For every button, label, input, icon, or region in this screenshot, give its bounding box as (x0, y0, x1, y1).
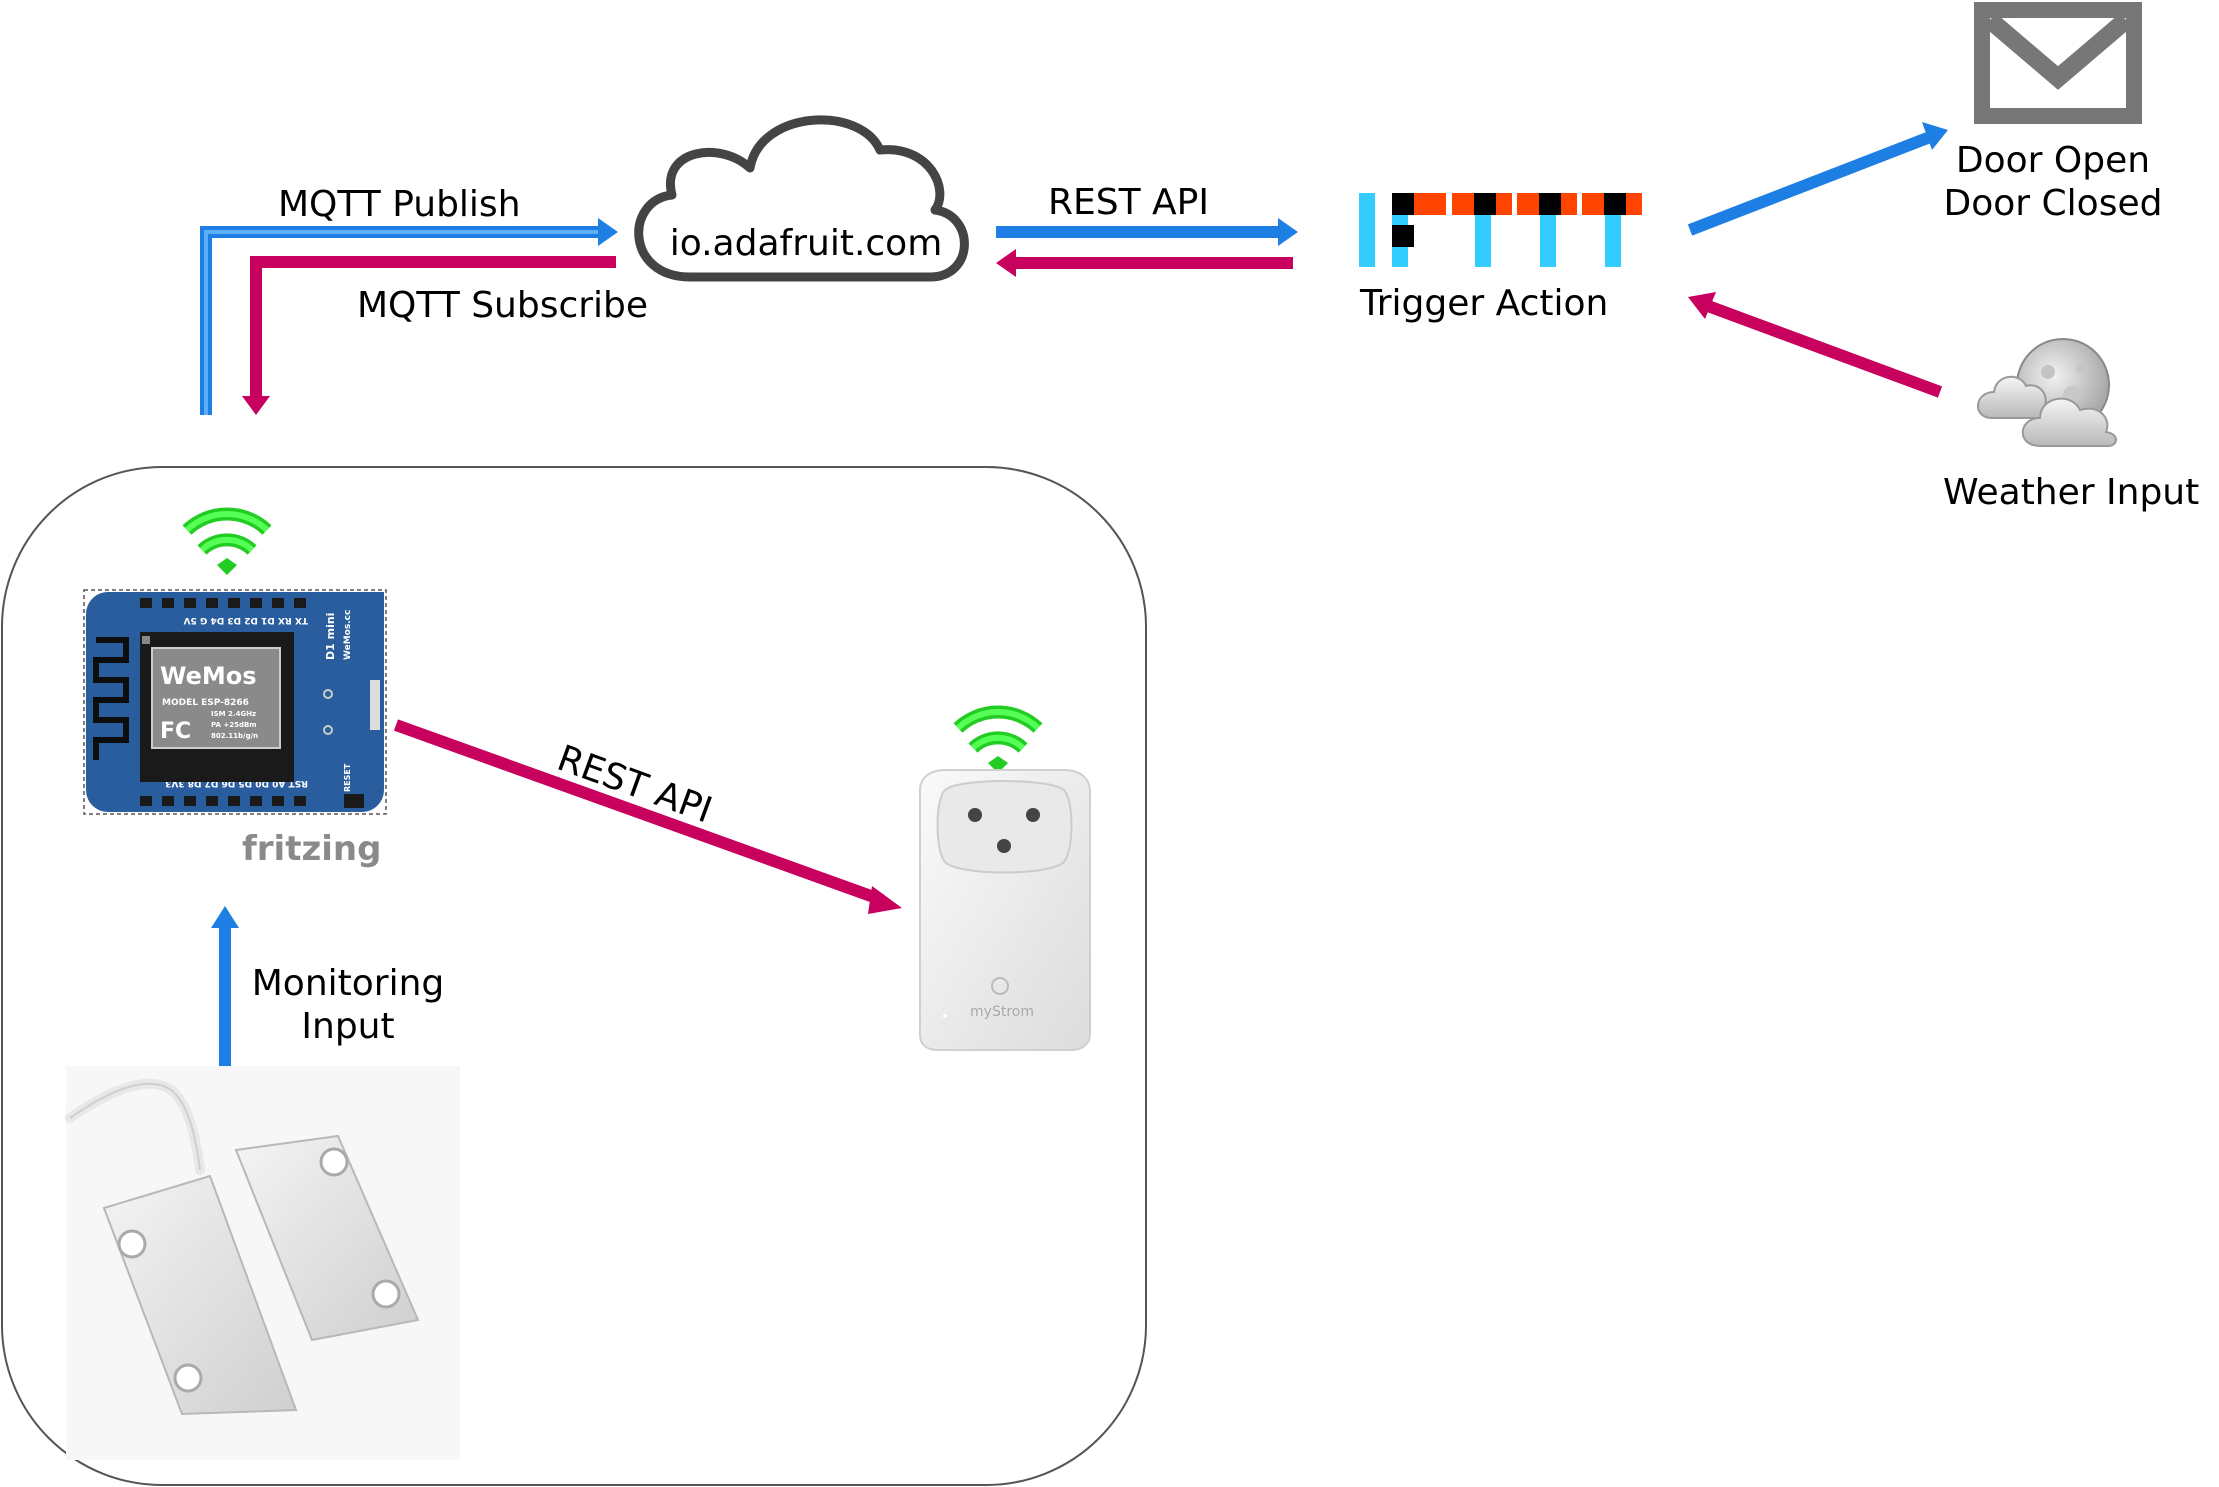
rest-api-label-local: REST API (552, 738, 717, 832)
board-model: MODEL ESP-8266 (162, 698, 249, 708)
ifttt-logo (1359, 193, 1642, 267)
door-open-label: Door Open (1956, 140, 2150, 181)
board-pa: PA +25dBm (211, 721, 257, 729)
weather-to-ifttt-arrow (1688, 292, 1943, 398)
input-label: Input (301, 1006, 394, 1047)
weather-input-label: Weather Input (1943, 472, 2199, 513)
reed-switch-sensor (65, 1066, 460, 1460)
mqtt-subscribe-arrow (242, 256, 616, 415)
wemos-d1-mini-board: TX RX D1 D2 D3 D4 G 5V RST A0 D0 D5 D6 D… (83, 589, 387, 815)
plug-brand: myStrom (970, 1004, 1034, 1020)
mqtt-publish-arrow (200, 218, 618, 415)
board-fc-mark: FC (160, 719, 191, 744)
board-top-pins: TX RX D1 D2 D3 D4 G 5V (184, 615, 308, 625)
rest-api-to-cloud-arrow (996, 249, 1293, 277)
trigger-action-label: Trigger Action (1359, 283, 1608, 324)
envelope-icon (1974, 2, 2142, 124)
weather-moon-cloud-icon (1977, 338, 2117, 447)
door-closed-label: Door Closed (1944, 183, 2163, 224)
board-brand: WeMos (160, 662, 257, 690)
board-wifi-std: 802.11b/g/n (211, 732, 258, 740)
board-ism: ISM 2.4GHz (211, 710, 256, 718)
monitoring-input-arrow (211, 906, 239, 1075)
monitoring-label: Monitoring (252, 963, 445, 1004)
board-bottom-pins: RST A0 D0 D5 D6 D7 D8 3V3 (165, 778, 308, 788)
mqtt-publish-label: MQTT Publish (278, 184, 521, 225)
rest-api-to-ifttt-arrow (996, 218, 1298, 246)
ifttt-to-email-arrow (1687, 122, 1948, 236)
wifi-icon (953, 705, 1043, 773)
rest-api-label-top: REST API (1048, 182, 1209, 223)
wifi-icon (182, 507, 272, 575)
mqtt-subscribe-label: MQTT Subscribe (357, 285, 648, 326)
cloud-icon (634, 115, 969, 282)
cloud-label: io.adafruit.com (670, 223, 943, 264)
board-d1mini: D1 mini (324, 613, 337, 660)
fritzing-label: fritzing (242, 829, 381, 869)
board-reset-label: RESET (343, 763, 352, 792)
rest-api-to-plug-arrow (393, 719, 902, 914)
board-site: WeMos.cc (343, 610, 353, 660)
local-network-boundary (1, 466, 1147, 1486)
mystrom-plug: myStrom (919, 769, 1091, 1051)
